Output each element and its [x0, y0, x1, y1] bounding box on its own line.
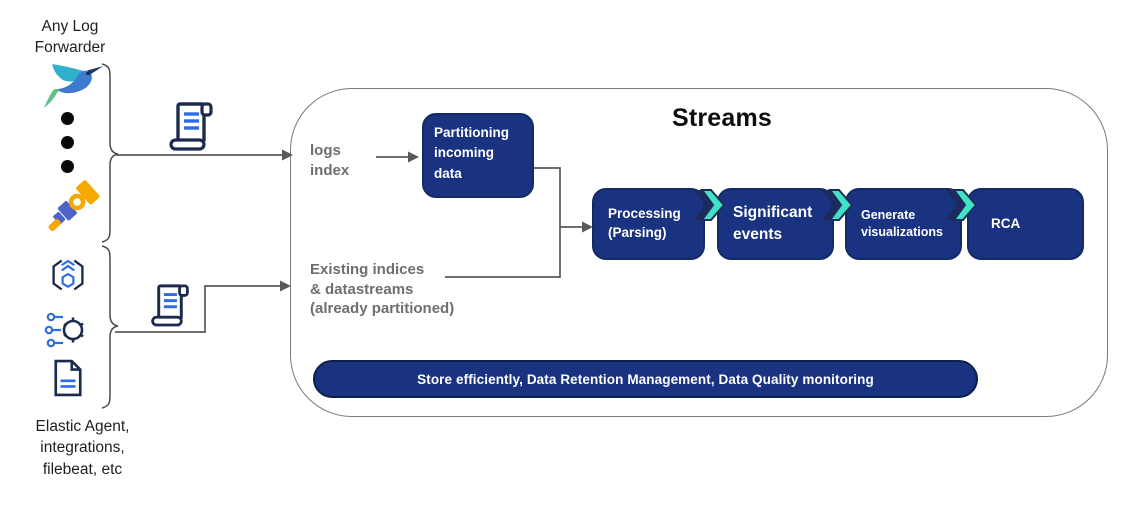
- ellipsis-dot: [61, 112, 74, 125]
- elastic-agent-icon: [52, 259, 84, 291]
- streams-container: [290, 88, 1108, 417]
- ellipsis-dot: [61, 160, 74, 173]
- streams-title: Streams: [671, 104, 773, 132]
- curly-brace-top: [101, 63, 119, 243]
- ellipsis-dot: [61, 136, 74, 149]
- curly-brace-bottom: [101, 245, 119, 409]
- processing-parsing-node: Processing (Parsing): [592, 188, 705, 260]
- generate-visualizations-node: Generate visualizations: [845, 188, 962, 260]
- node-label: Generate visualizations: [861, 207, 943, 240]
- chevron-arrow-icon: [694, 189, 726, 221]
- chevron-arrow-icon: [822, 189, 854, 221]
- significant-events-node: Significant events: [717, 188, 834, 260]
- opentelemetry-telescope-icon: [48, 180, 100, 231]
- chevron-arrow-icon: [946, 189, 978, 221]
- node-label: Significant events: [733, 204, 813, 243]
- log-scroll-icon: [151, 284, 189, 327]
- rca-node: RCA: [967, 188, 1084, 260]
- node-label: Processing (Parsing): [608, 206, 681, 240]
- log-scroll-icon: [169, 102, 213, 151]
- logs-index-label: logs index: [310, 142, 350, 179]
- filebeat-document-icon: [54, 359, 82, 397]
- node-label: RCA: [991, 215, 1021, 231]
- elastic-sources-label: Elastic Agent, integrations, filebeat, e…: [35, 418, 130, 478]
- partitioning-node: Partitioning incoming data: [422, 113, 534, 198]
- fluentbit-hummingbird-icon: [43, 64, 104, 108]
- existing-indices-label: Existing indices & datastreams (already …: [310, 261, 455, 317]
- any-log-forwarder-label: Any Log Forwarder: [34, 18, 106, 57]
- storage-footer-pill: Store efficiently, Data Retention Manage…: [313, 360, 978, 398]
- footer-pill-label: Store efficiently, Data Retention Manage…: [417, 371, 874, 387]
- integrations-gear-icon: [44, 312, 84, 348]
